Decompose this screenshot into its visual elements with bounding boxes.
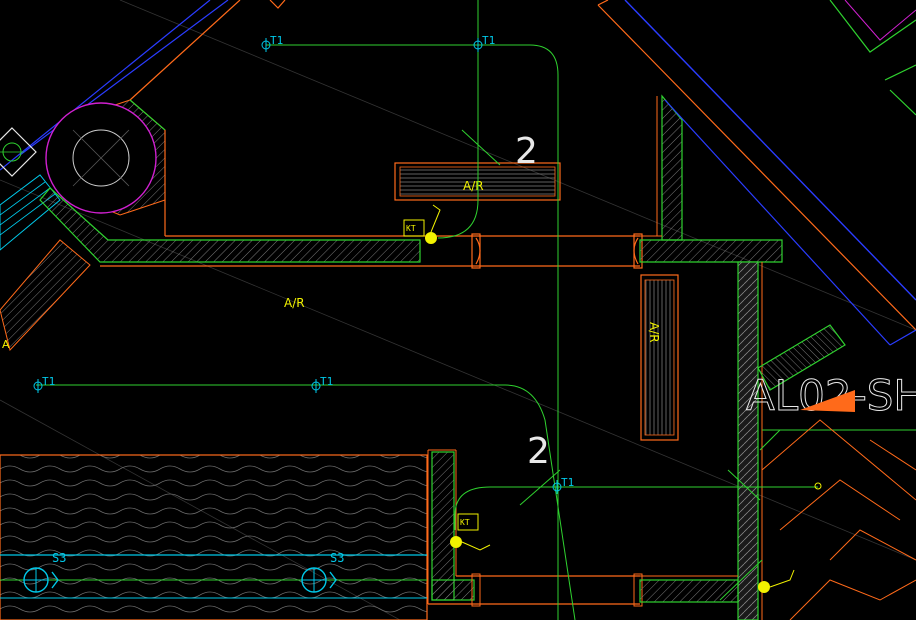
s3-label: S3 (330, 551, 344, 565)
thermostat-t1-lower-center[interactable]: T1 (552, 476, 574, 494)
ar-label-left-edge: A (2, 338, 10, 351)
wall-lower-center (427, 449, 739, 607)
sensor-s3-left[interactable]: S3 (23, 551, 66, 593)
wiring-green (36, 0, 818, 620)
thermostat-t1-top-left[interactable]: T1 (261, 34, 283, 52)
t1-label: T1 (42, 375, 55, 388)
wall-block-vertical (737, 261, 763, 620)
thermostat-t1-top-center[interactable]: T1 (473, 34, 495, 52)
junction-point (814, 482, 822, 490)
kt-label: KT (460, 518, 470, 527)
stair-left: A (0, 174, 91, 352)
return-air-grill-right[interactable]: A/R (640, 274, 679, 441)
wall-right-room (639, 94, 783, 263)
ar-label-right: A/R (647, 322, 661, 343)
kt-panel-top[interactable]: KT (403, 204, 441, 244)
ar-label-center: A/R (284, 296, 305, 310)
wall-angled-mid-right (757, 324, 916, 451)
diagonal-wall-upper-right (597, 0, 916, 346)
diamond-fixture (0, 127, 37, 177)
ar-label-top: A/R (463, 179, 484, 193)
sensor-s3-right[interactable]: S3 (301, 551, 344, 593)
column-circle (45, 99, 166, 216)
room-tag-label: AL02-SH (746, 371, 916, 420)
door-openings-upper (471, 233, 643, 269)
t1-label: T1 (482, 34, 495, 47)
device-dot[interactable] (425, 232, 437, 244)
t1-label: T1 (270, 34, 283, 47)
s3-label: S3 (52, 551, 66, 565)
device-dot[interactable] (450, 536, 462, 548)
circuit-number-bottom: 2 (527, 431, 550, 472)
kt-panel-bottom[interactable]: KT (450, 513, 491, 551)
kt-label: KT (406, 224, 416, 233)
room-tag-arrow-icon (800, 390, 855, 412)
circuit-number-top: 2 (515, 131, 538, 172)
thermostat-t1-mid-center[interactable]: T1 (311, 375, 333, 393)
t1-label: T1 (561, 476, 574, 489)
furniture-lower-right (761, 419, 916, 620)
thermostat-t1-mid-left[interactable]: T1 (33, 375, 55, 393)
wood-floor-area (0, 454, 428, 620)
room-tag[interactable]: AL02-SH (746, 371, 916, 421)
device-dot-right[interactable] (758, 569, 795, 593)
t1-label: T1 (320, 375, 333, 388)
